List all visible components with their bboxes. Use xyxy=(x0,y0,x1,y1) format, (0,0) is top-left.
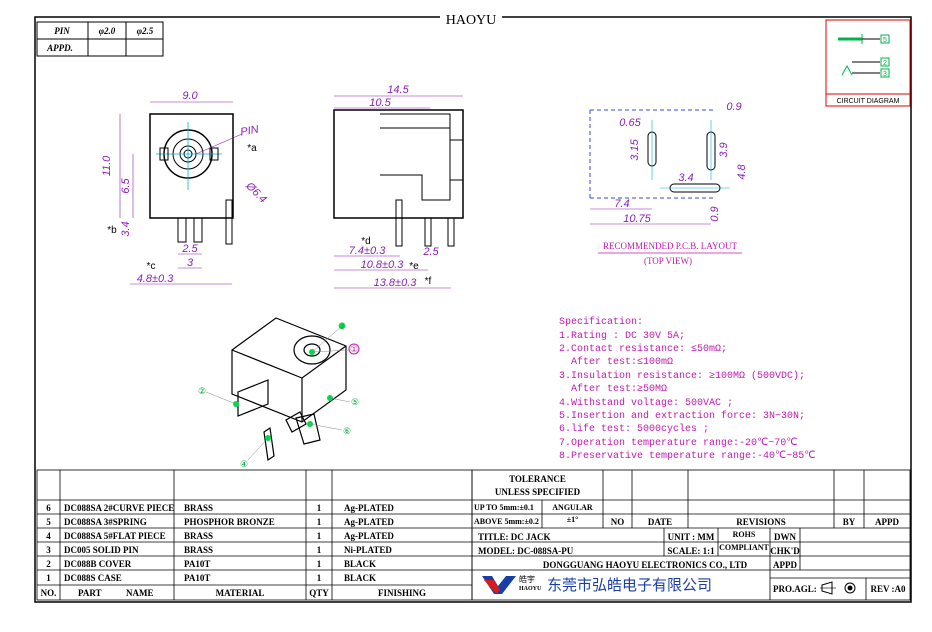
spec-line-6: 4.Withstand voltage: 500VAC ; xyxy=(559,397,733,409)
brand-title: HAOYU xyxy=(446,13,497,28)
pcb-dim-8: 10.75 xyxy=(623,213,651,225)
pin-table-appd: APPD. xyxy=(46,43,73,53)
pin-option-1: φ2.0 xyxy=(99,26,116,36)
pcb-layout: 0.9 0.65 3.15 3.9 4.8 3.4 7.4 10.75 0.9 … xyxy=(589,101,748,266)
spec-heading: Specification: xyxy=(559,316,643,328)
circuit-pin-3: 3 xyxy=(883,71,887,78)
pcb-title: RECOMMENDED P.C.B. LAYOUT xyxy=(603,241,737,251)
front-dim-height: 11.0 xyxy=(101,155,113,176)
side-dim-pin3: 13.8±0.3 xyxy=(374,277,418,289)
front-pin-label: PIN xyxy=(239,124,259,139)
pcb-dim-1: 0.9 xyxy=(726,101,741,113)
bom-table xyxy=(36,469,473,601)
title-block xyxy=(471,469,911,601)
side-dim-total-length: 14.5 xyxy=(387,84,409,96)
pcb-dim-5: 4.8 xyxy=(736,163,748,179)
iso-label-1-ring xyxy=(348,343,360,355)
pcb-dim-2: 0.65 xyxy=(619,117,641,129)
front-mark-a: *a xyxy=(247,143,257,154)
side-dim-body: 10.5 xyxy=(369,97,391,109)
side-mark-e: *e xyxy=(409,261,419,272)
circuit-pin-5: 5 xyxy=(883,37,887,44)
spec-line-7: 5.Insertion and extraction force: 3N~30N… xyxy=(559,410,805,422)
pcb-dim-3: 3.15 xyxy=(629,138,641,160)
side-mark-f: *f xyxy=(425,276,432,287)
front-dim-total: 4.8±0.3 xyxy=(137,273,175,285)
pcb-dim-6: 3.4 xyxy=(678,172,693,184)
pcb-dim-4: 3.9 xyxy=(718,142,730,157)
side-mark-d: *d xyxy=(361,236,370,247)
pcb-dim-9: 0.9 xyxy=(709,206,721,221)
circuit-pin-2: 2 xyxy=(883,60,887,67)
spec-line-9: 7.Operation temperature range:-20℃~70℃ xyxy=(559,437,798,449)
iso-label-5: ⑤ xyxy=(351,398,359,408)
iso-label-1: ① xyxy=(350,345,358,355)
front-mark-b: *b xyxy=(107,225,117,236)
side-dim-pin2: 10.8±0.3 xyxy=(361,259,405,271)
spec-line-1: 1.Rating : DC 30V 5A; xyxy=(559,330,685,342)
spec-line-4: 3.Insulation resistance: ≥100MΩ (500VDC)… xyxy=(559,370,805,382)
side-view: 14.5 10.5 7.4±0.3 2.5 10.8±0.3 13.8±0.3 … xyxy=(333,84,464,289)
front-dim-width: 9.0 xyxy=(182,90,198,102)
pin-table: PIN φ2.0 φ2.5 APPD. xyxy=(36,21,164,57)
spec-line-3: After test:≤100mΩ xyxy=(559,356,673,368)
isometric-view xyxy=(205,317,351,462)
iso-label-4: ④ xyxy=(240,460,248,470)
circuit-diagram: CIRCUIT DIAGRAM 5 2 3 xyxy=(825,19,911,107)
iso-label-6: ⑥ xyxy=(343,427,351,437)
front-dim-diameter: Ø6.4 xyxy=(243,179,269,205)
spec-line-8: 6.life test: 5000cycles ; xyxy=(559,423,709,435)
front-dim-pin-gap: 2.5 xyxy=(181,243,198,255)
front-mark-c: *c xyxy=(147,261,156,272)
pin-table-pin: PIN xyxy=(54,26,70,36)
pin-option-2: φ2.5 xyxy=(137,26,154,36)
side-dim-pin1: 7.4±0.3 xyxy=(349,245,387,257)
spec-line-5: After test:≥50MΩ xyxy=(559,383,667,395)
front-view: 9.0 11.0 6.5 3.4 2.5 3 4.8±0.3 Ø6.4 PIN … xyxy=(101,90,269,285)
front-dim-pin-span: 3 xyxy=(187,257,194,269)
spec-line-2: 2.Contact resistance: ≤50mΩ; xyxy=(559,343,727,355)
pcb-subtitle: (TOP VIEW) xyxy=(644,256,692,266)
front-dim-pin-len: 3.4 xyxy=(120,221,132,236)
specification: Specification: 1.Rating : DC 30V 5A; 2.C… xyxy=(559,316,816,462)
iso-label-2: ② xyxy=(198,387,206,397)
iso-label-3: ③ xyxy=(338,322,346,332)
front-dim-center: 6.5 xyxy=(120,177,132,193)
side-dim-pin-gap: 2.5 xyxy=(422,246,439,258)
circuit-label: CIRCUIT DIAGRAM xyxy=(837,98,900,105)
spec-line-10: 8.Preservative temperature range:-40℃~85… xyxy=(559,450,816,462)
pcb-dim-7: 7.4 xyxy=(614,198,629,210)
